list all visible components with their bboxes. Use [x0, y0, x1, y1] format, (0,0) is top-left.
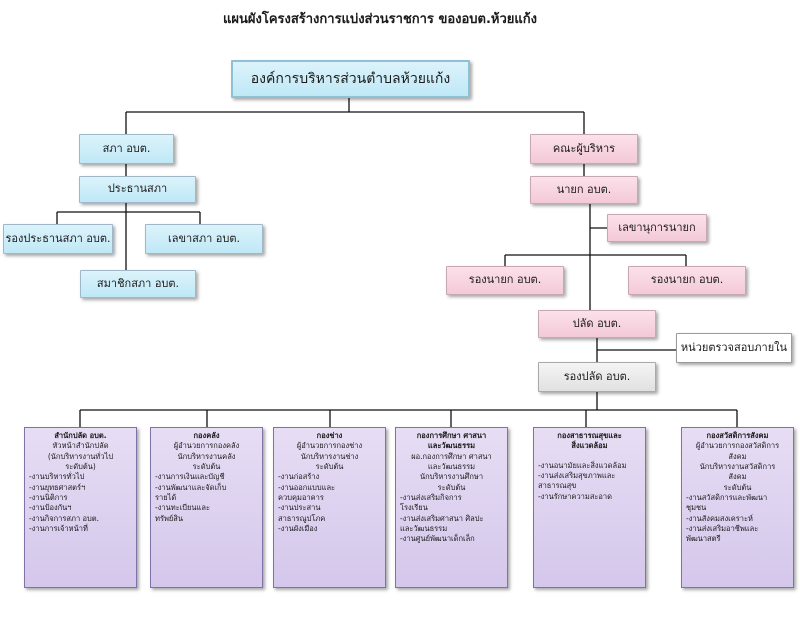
dept-item: -งานประสาน — [278, 503, 321, 513]
dept-item: -งานก่อสร้าง — [278, 472, 320, 482]
dept-title: กองสาธารณสุขและ — [557, 431, 622, 440]
dept-item: ชุมชน — [686, 503, 707, 513]
clerk-box: ปลัด อบต. — [538, 310, 656, 338]
dept-item: -งานการเจ้าหน้าที่ — [29, 524, 88, 534]
council-box: สภา อบต. — [79, 134, 174, 164]
mayor-box: นายก อบต. — [530, 176, 638, 204]
dept-line: นักบริหารงานคลัง — [177, 451, 236, 461]
dept-item: ทรัพย์สิน — [155, 513, 184, 523]
dept-line: ระดับต้น — [192, 462, 221, 472]
dept-item: -งานส่งเสริมสุขภาพและ — [538, 471, 616, 481]
dept-item: -งานส่งเสริมศาสนา ศิลปะ — [400, 513, 484, 523]
dept-item: -งานการเงินและบัญชี — [155, 472, 225, 482]
dept-item: โรงเรียน — [400, 503, 428, 513]
dept-item: รายได้ — [155, 493, 177, 503]
mayor-secretary-box: เลขานุการนายก — [607, 214, 707, 242]
dept-line: ระดับต้น) — [65, 462, 96, 472]
council-secretary-box: เลขาสภา อบต. — [145, 224, 263, 254]
dept-line: ผู้อำนวยการกองคลัง — [173, 441, 240, 451]
dept-item: -งานพัฒนาและจัดเก็บ — [155, 482, 227, 492]
dept-item: -งานบริหารทั่วไป — [29, 472, 85, 482]
dept-line: หัวหน้าสำนักปลัด — [52, 441, 109, 451]
deputy-mayor-left-box: รองนายก อบต. — [446, 266, 564, 295]
dept-line: ระดับต้น — [437, 482, 466, 492]
dept-line: ผอ.กองการศึกษา ศาสนา — [411, 451, 492, 461]
dept-line: และวัฒนธรรม — [427, 462, 476, 472]
council-chair-box: ประธานสภา — [79, 176, 196, 203]
dept-finance: กองคลัง ผู้อำนวยการกองคลัง นักบริหารงานค… — [150, 427, 263, 588]
dept-engineering: กองช่าง ผู้อำนวยการกองช่าง นักบริหารงานช… — [273, 427, 386, 588]
dept-line: สังคม — [728, 472, 747, 482]
dept-line: ผู้อำนวยการกองสวัสดิการ — [695, 441, 780, 451]
dept-item: -งานส่งเสริมกิจการ — [400, 493, 462, 503]
deputy-clerk-box: รองปลัด อบต. — [538, 362, 656, 392]
dept-line: สังคม — [728, 451, 747, 461]
dept-title: กองการศึกษา ศาสนา — [416, 431, 487, 440]
deputy-mayor-right-box: รองนายก อบต. — [628, 266, 746, 295]
dept-line: ระดับต้น — [723, 482, 752, 492]
dept-item: -งานออกแบบและ — [278, 482, 336, 492]
dept-title: กองช่าง — [316, 431, 343, 440]
dept-line: (นักบริหารงานทั่วไป — [47, 451, 114, 461]
dept-item: ควบคุมอาคาร — [278, 493, 324, 503]
dept-title: สำนักปลัด อบต. — [54, 431, 107, 440]
dept-line: ผู้อำนวยการกองช่าง — [296, 441, 363, 451]
dept-item: และวัฒนธรรม — [400, 524, 448, 534]
executive-board-box: คณะผู้บริหาร — [530, 134, 638, 164]
dept-item: -งานรักษาความสะอาด — [538, 491, 613, 501]
dept-education: กองการศึกษา ศาสนา และวัฒนธรรม ผอ.กองการศ… — [395, 427, 508, 588]
dept-title-line2: สิ่งแวดล้อม — [571, 441, 608, 451]
dept-item: -งานนิติการ — [29, 493, 68, 503]
dept-line: นักบริหารงานช่าง — [300, 451, 359, 461]
page-title: แผนผังโครงสร้างการแบ่งส่วนราชการ ของอบต.… — [222, 12, 538, 27]
dept-item: -งานศูนย์พัฒนาเด็กเล็ก — [400, 534, 475, 544]
dept-line: นักบริหารงานสวัสดิการ — [699, 462, 776, 472]
vice-chair-box: รองประธานสภา อบต. — [3, 224, 113, 254]
top-organization-box: องค์การบริหารส่วนตำบลห้วยแก้ง — [231, 60, 470, 98]
dept-item: -งานส่งเสริมอาชีพและ — [686, 524, 759, 534]
dept-public-health: กองสาธารณสุขและ สิ่งแวดล้อม -งานอนามัยแล… — [533, 427, 646, 588]
dept-social-welfare: กองสวัสดิการสังคม ผู้อำนวยการกองสวัสดิกา… — [681, 427, 794, 588]
dept-title: กองสวัสดิการสังคม — [706, 431, 769, 440]
dept-title: กองคลัง — [193, 431, 220, 440]
dept-item: สาธารณสุข — [538, 481, 577, 491]
council-member-box: สมาชิกสภา อบต. — [80, 270, 196, 298]
dept-item: -งานสังคมสงเคราะห์ — [686, 513, 753, 523]
dept-line: นักบริหารงานศึกษา — [419, 472, 484, 482]
dept-item: สาธารณูปโภค — [278, 513, 326, 523]
dept-item: -งานสวัสดิการและพัฒนา — [686, 493, 768, 503]
dept-item: -งานอนามัยและสิ่งแวดล้อม — [538, 460, 627, 470]
dept-office-of-clerk: สำนักปลัด อบต. หัวหน้าสำนักปลัด (นักบริห… — [24, 427, 137, 588]
dept-item: พัฒนาสตรี — [686, 534, 721, 544]
dept-title-line2: และวัฒนธรรม — [427, 441, 476, 451]
dept-line: ระดับต้น — [315, 462, 344, 472]
internal-audit-box: หน่วยตรวจสอบภายใน — [676, 333, 792, 363]
dept-item: -งานป้องกันฯ — [29, 503, 72, 513]
dept-item: -งานทะเบียนและ — [155, 503, 210, 513]
dept-item: -งานผังเมือง — [278, 524, 318, 534]
dept-item: -งานยุทธศาสตร์ฯ — [29, 482, 86, 492]
dept-item: -งานกิจการสภา อบต. — [29, 513, 100, 523]
